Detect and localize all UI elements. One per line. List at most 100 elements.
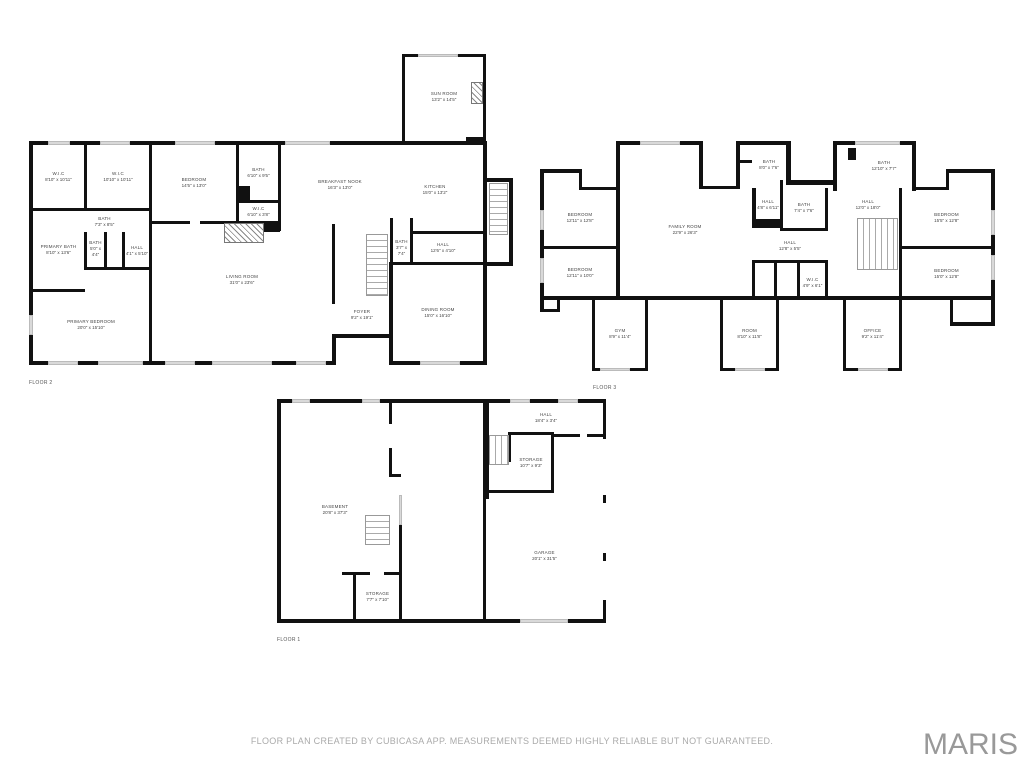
room-hall: HALL 4'8" x 6'11": [756, 190, 780, 219]
room-name: BREAKFAST NOOK: [318, 179, 362, 184]
room-breakfast-nook: BREAKFAST NOOK 16'3" x 13'0": [290, 160, 390, 210]
room-name: ROOM: [742, 328, 757, 333]
room-name: KITCHEN: [424, 184, 446, 189]
room-bath-2: BATH 7'4" x 7'6": [783, 188, 825, 228]
wall: [29, 141, 33, 364]
wall: [277, 399, 281, 623]
wall: [200, 221, 280, 224]
window: [558, 399, 578, 403]
room-bath: BATH 8'0" x 7'6": [752, 145, 786, 185]
wall: [332, 334, 392, 338]
window: [399, 495, 402, 525]
room-dims: 10'10" x 10'11": [103, 176, 133, 182]
room-dims: 16'3" x 13'0": [327, 185, 353, 190]
wall: [236, 200, 280, 203]
room-dims: 8'10" x 13'6": [46, 250, 71, 255]
room-dims: 8'10" x 11'8": [737, 334, 762, 339]
room-bath: BATH 6'10" x 9'5": [239, 145, 278, 200]
room-dims: 3'7" x 7'4": [396, 245, 407, 256]
wall: [484, 178, 512, 182]
room-family-room: FAMILY ROOM 22'9" x 26'3": [620, 200, 750, 260]
wall: [236, 186, 250, 202]
window: [362, 399, 380, 403]
room-dims: 12'6" x 4'10": [430, 248, 456, 253]
window: [48, 141, 70, 145]
wall: [752, 219, 782, 228]
window: [285, 141, 330, 145]
wall: [946, 169, 949, 190]
wall: [483, 495, 486, 623]
room-bedroom: BEDROOM 14'5" x 13'0": [152, 145, 236, 221]
wall: [950, 322, 995, 326]
wall: [410, 218, 413, 264]
wall: [483, 141, 487, 365]
wall: [720, 297, 723, 371]
room-gym: GYM 8'9" x 11'4": [595, 300, 645, 368]
room-hall-2: HALL 12'8" x 5'5": [752, 231, 828, 260]
room-storage: STORAGE 7'7" x 7'10": [356, 575, 399, 619]
room-name: BATH: [762, 159, 776, 164]
wall: [752, 260, 828, 263]
room-name: BEDROOM: [934, 268, 959, 273]
wall: [390, 262, 486, 265]
wall: [149, 141, 152, 365]
room-name: BEDROOM: [567, 212, 593, 217]
wall: [390, 218, 393, 264]
room-garage: GARAGE 20'1" x 31'5": [486, 493, 603, 619]
room-bath-3: BATH 5'0" x 4'4": [87, 234, 104, 264]
wall: [699, 186, 739, 189]
room-dims: 12'10" x 7'7": [871, 166, 897, 171]
wall: [509, 178, 513, 266]
wall: [752, 188, 756, 228]
wall: [780, 180, 783, 230]
wall: [946, 169, 994, 173]
disclaimer-text: FLOOR PLAN CREATED BY CUBICASA APP. MEAS…: [250, 736, 774, 746]
room-dims: 10'7" x 9'3": [519, 462, 543, 468]
wall: [466, 137, 486, 144]
room-bedroom-2: BEDROOM 12'11" x 10'0": [544, 249, 616, 296]
wall: [786, 141, 791, 183]
wall: [342, 572, 370, 575]
stairs: [489, 183, 508, 235]
room-name: BEDROOM: [181, 177, 207, 182]
wall: [776, 297, 779, 371]
window: [165, 361, 195, 365]
room-dims: 8'10" x 10'11": [45, 176, 72, 182]
room-name: HALL: [861, 199, 875, 204]
wall: [899, 297, 902, 371]
room-name: FAMILY ROOM: [668, 224, 702, 229]
room-bath-3: BATH 12'10" x 7'7": [856, 145, 912, 187]
wall: [603, 553, 606, 561]
room-room: ROOM 8'10" x 11'8": [723, 300, 776, 368]
room-dims: 12'11" x 12'8": [566, 218, 594, 223]
wall: [540, 169, 582, 173]
wall: [486, 490, 554, 493]
wall: [29, 208, 151, 211]
room-dims: 6'10" x 9'5": [247, 172, 270, 178]
room-storage-2: STORAGE 10'7" x 9'3": [511, 435, 551, 490]
wall: [736, 160, 752, 163]
wall: [84, 141, 87, 211]
room-bedroom: BEDROOM 12'11" x 12'8": [544, 190, 616, 246]
wall: [825, 260, 828, 298]
room-dims: 8'9" x 11'4": [609, 334, 631, 339]
window: [855, 141, 900, 145]
room-dims: 20'8" x 37'3": [322, 510, 348, 515]
room-dims: 9'2" x 19'1": [350, 315, 374, 320]
wall: [384, 572, 400, 575]
room-dims: 7'7" x 7'10": [366, 597, 389, 602]
wall: [540, 309, 560, 312]
wall: [551, 432, 554, 492]
room-hall-2: HALL 12'6" x 4'10": [413, 234, 473, 262]
room-dims: 15'0" x 12'8": [934, 274, 959, 279]
wall: [84, 232, 87, 270]
room-hall: HALL 18'4" x 3'4": [489, 403, 603, 432]
wall: [797, 260, 800, 298]
floor-label: FLOOR 1: [277, 637, 301, 643]
wall: [603, 600, 606, 623]
window: [212, 361, 272, 365]
room-primary-bath: PRIMARY BATH 8'10" x 13'6": [33, 211, 84, 289]
wall: [236, 141, 239, 223]
room-wic: W.I.C 4'9" x 6'1": [800, 270, 825, 296]
room-dims: 4'1" x 5'10": [125, 251, 149, 256]
